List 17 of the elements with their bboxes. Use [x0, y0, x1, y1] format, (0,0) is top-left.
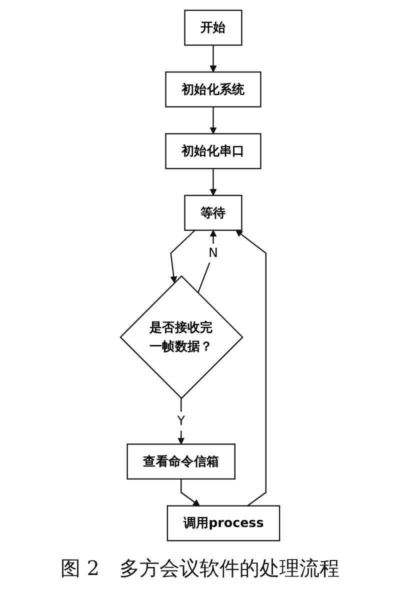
arrow — [170, 230, 196, 284]
arrow — [236, 230, 266, 506]
arrow — [210, 168, 217, 196]
edge-label: N — [208, 245, 218, 260]
node-box: 初始化系统 — [165, 71, 262, 108]
node-box: 初始化串口 — [165, 133, 262, 170]
arrow — [210, 106, 217, 134]
node-box: 等待 — [184, 194, 242, 231]
node-box: 开始 — [184, 10, 242, 46]
arrow — [180, 478, 200, 506]
figure-caption: 图 2 多方会议软件的处理流程 — [60, 555, 340, 582]
edge-label: Y — [177, 413, 185, 428]
node-diamond: 是否接收完一帧数据？ — [120, 275, 244, 400]
node-box: 查看命令信箱 — [126, 444, 236, 480]
arrow — [210, 45, 217, 72]
arrow — [197, 230, 217, 294]
node-box: 调用process — [166, 505, 280, 542]
